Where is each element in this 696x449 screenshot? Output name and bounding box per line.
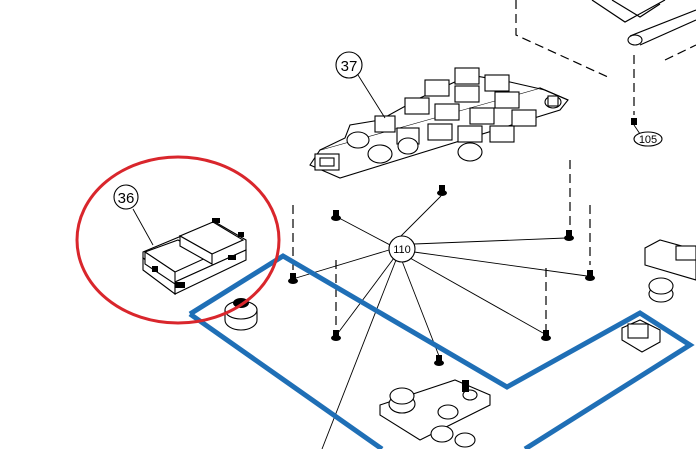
screw	[331, 330, 341, 341]
screw-105	[631, 118, 663, 147]
screw	[541, 330, 551, 341]
callout-37-leader	[357, 74, 386, 119]
callout-37-label: 37	[341, 58, 358, 75]
keycap-grid	[374, 67, 537, 145]
callout-110-bubble	[388, 235, 416, 263]
assembly-guides	[292, 160, 591, 330]
round-button-left	[224, 298, 258, 331]
housing-corner	[515, 0, 696, 115]
bottom-button-cluster	[379, 379, 491, 448]
callout-36-label: 36	[118, 190, 135, 207]
screw	[331, 210, 341, 221]
screw	[437, 185, 447, 196]
round-buttons	[346, 95, 562, 164]
highlight-outline	[188, 253, 695, 449]
button-block-37	[309, 67, 569, 179]
screw	[585, 270, 595, 281]
callout-37-bubble	[335, 51, 363, 79]
screw	[564, 230, 574, 241]
screws-110	[288, 185, 595, 449]
callout-105-label: 105	[639, 134, 657, 146]
callout-110-label: 110	[393, 244, 411, 256]
callout-36-leader	[132, 208, 154, 246]
screw	[434, 355, 444, 366]
connector-right	[644, 239, 696, 303]
callout-110-leaders	[295, 195, 588, 449]
slide-switch	[314, 153, 340, 171]
switch-pair-36	[142, 218, 247, 296]
highlight-circle	[75, 155, 281, 325]
screw	[288, 273, 298, 284]
callout-36-bubble	[113, 184, 139, 210]
switch-right	[621, 319, 661, 353]
